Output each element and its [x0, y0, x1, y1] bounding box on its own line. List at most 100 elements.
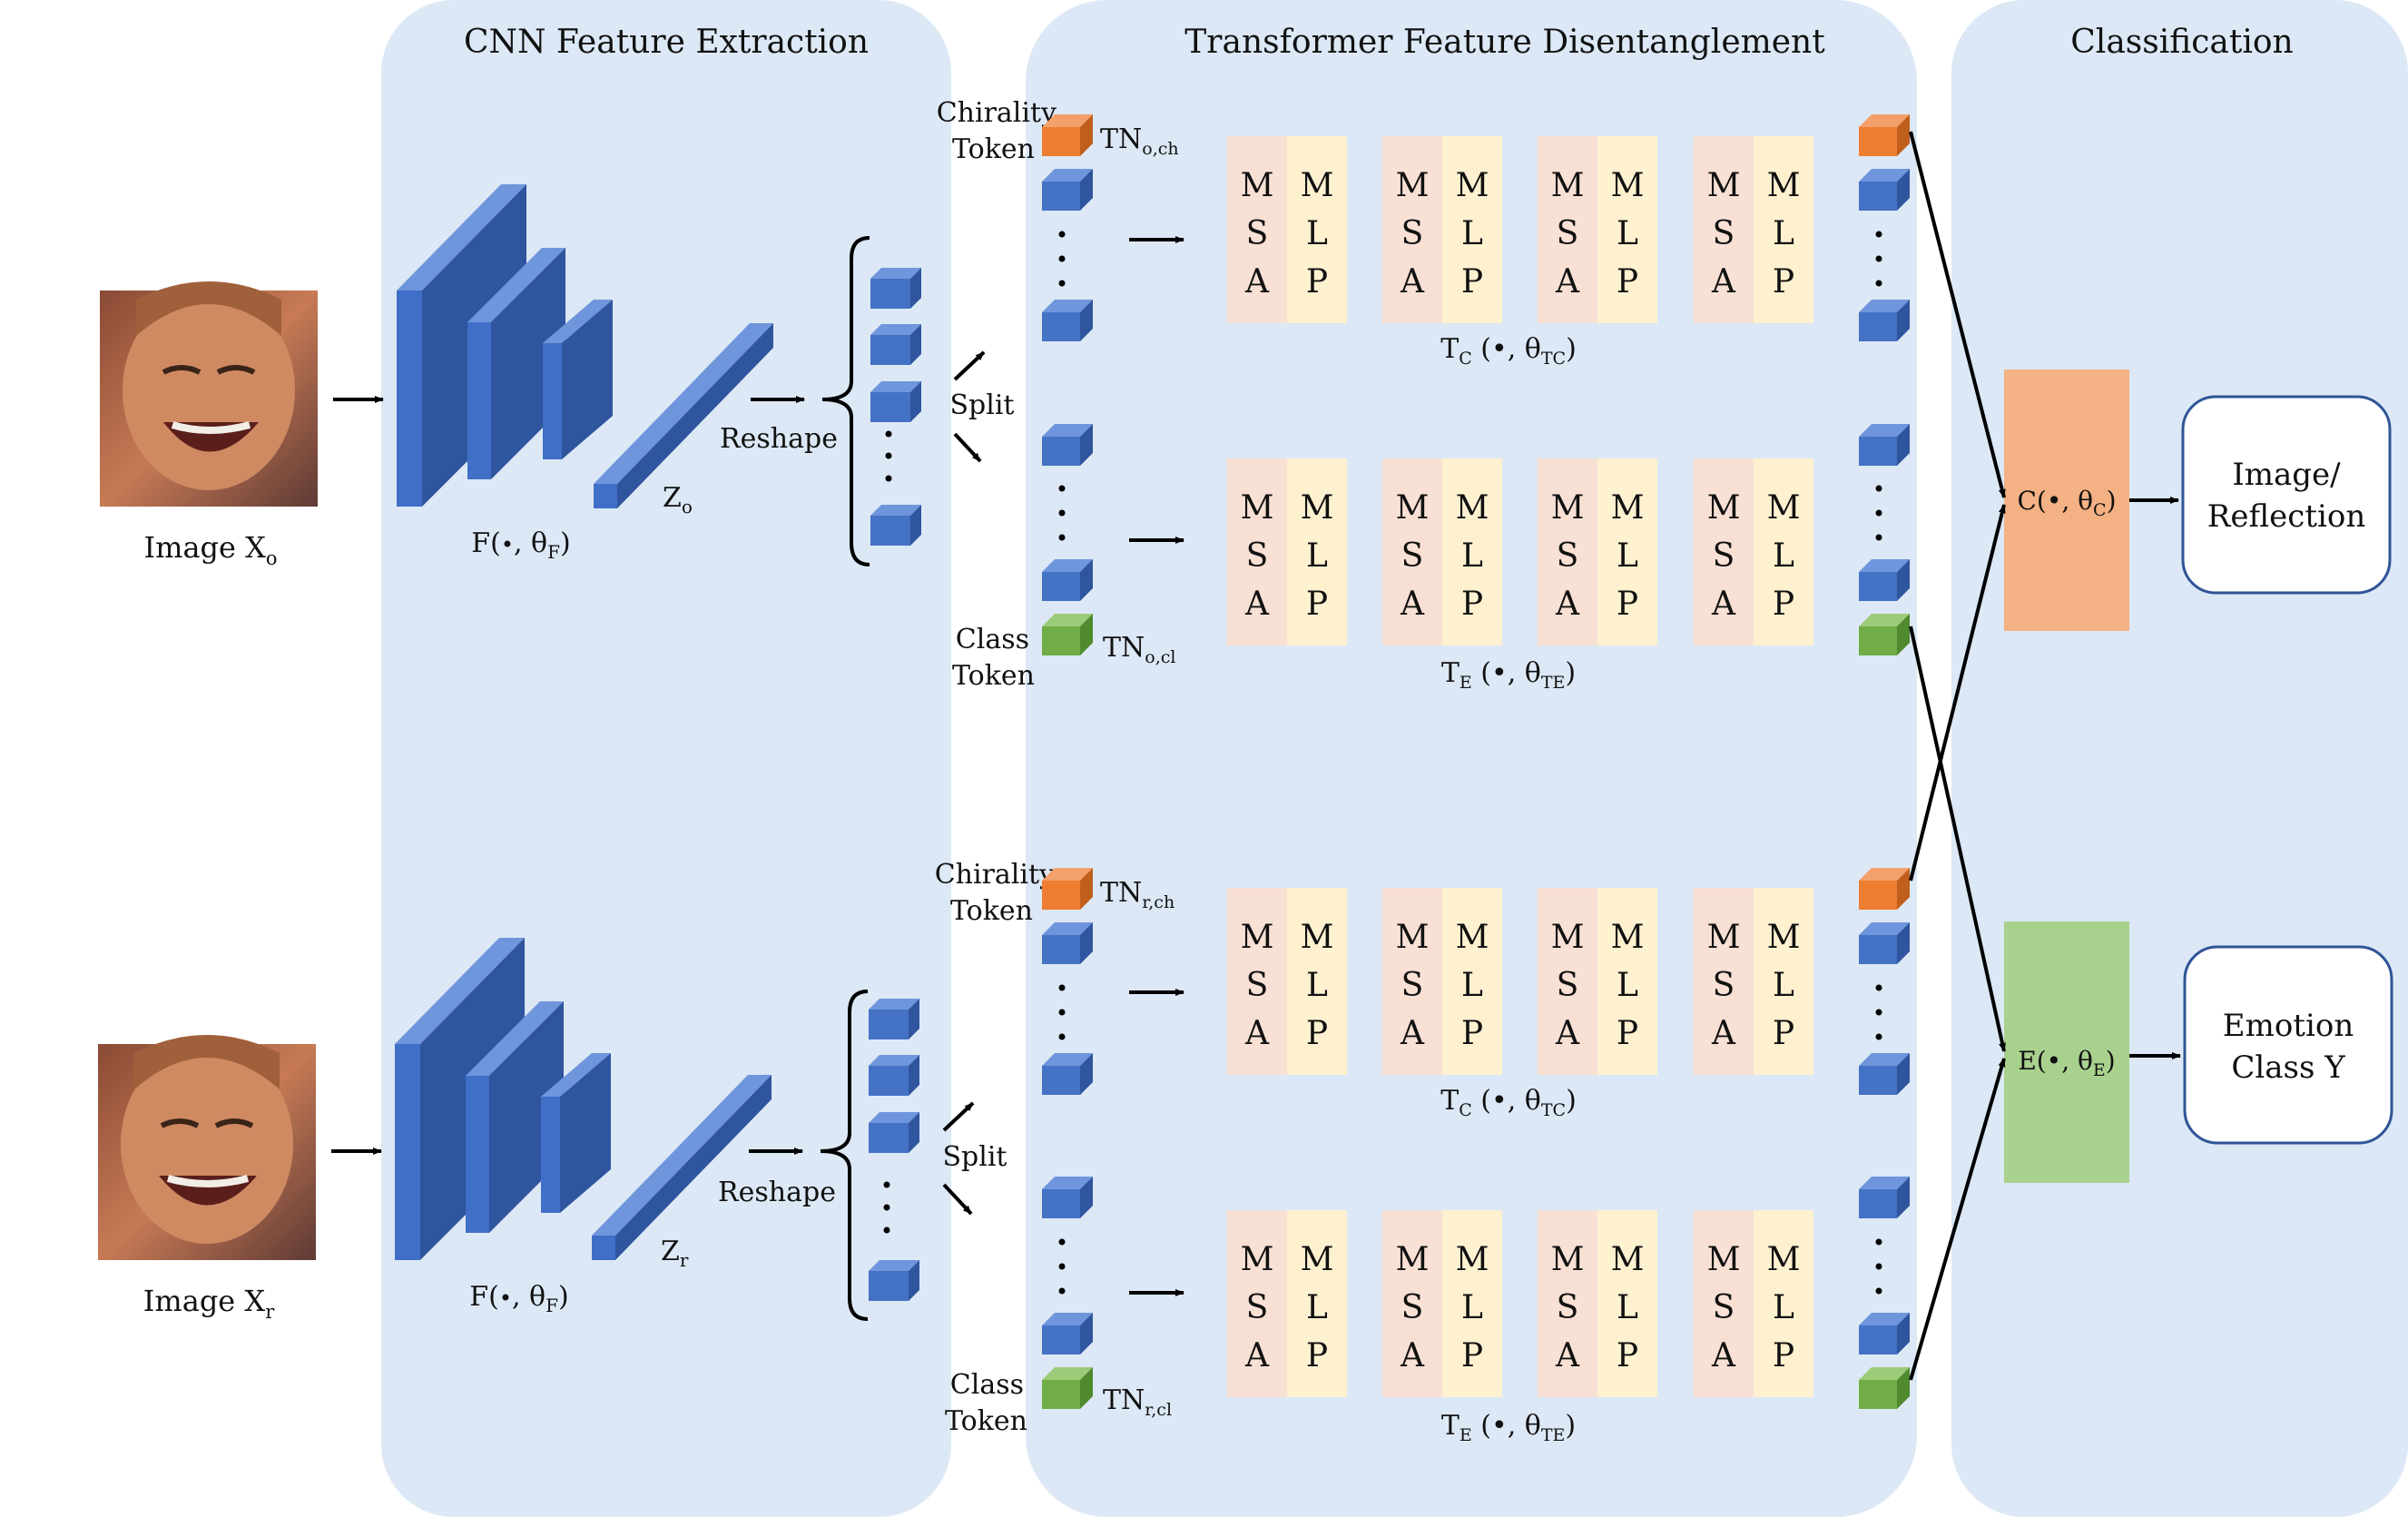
mlp-letter: M [1611, 167, 1645, 204]
mlp-cell [1754, 458, 1813, 645]
mlp-letter: P [1306, 263, 1328, 300]
mlp-letter: L [1617, 1289, 1638, 1326]
mlp-letter: P [1617, 263, 1638, 300]
msa-letter: S [1401, 1289, 1424, 1326]
token-cube-input-reflected-chirality-blue-2 [1042, 1053, 1093, 1095]
mlp-cell [1287, 888, 1347, 1075]
token-cube-output-original-class-blue-1 [1859, 559, 1910, 601]
mlp-letter: M [1301, 489, 1334, 527]
msa-letter: A [1400, 586, 1425, 623]
msa-letter: M [1396, 919, 1430, 956]
msa-cell [1227, 136, 1287, 323]
mlp-cell [1442, 888, 1502, 1075]
mlp-letter: P [1461, 263, 1483, 300]
msa-letter: M [1241, 167, 1274, 204]
cnn-function-label-original: F(•, θF) [471, 527, 570, 563]
mlp-letter: P [1773, 586, 1794, 623]
split-arrow-down-original [953, 432, 982, 463]
token-cube-output-original-class-blue-0 [1859, 424, 1910, 466]
mlp-cell [1754, 1210, 1813, 1397]
reshape-brace-reflected [820, 990, 869, 1321]
mlp-letter: P [1773, 263, 1794, 300]
msa-letter: A [1555, 1015, 1580, 1052]
token-dots-input-original-bottom [1058, 485, 1066, 541]
mlp-cell [1287, 136, 1347, 323]
reshape-label-original: Reshape [720, 423, 838, 455]
mlp-letter: P [1461, 1015, 1483, 1052]
msa-letter: M [1241, 1241, 1274, 1278]
z-original-label: Zo [663, 482, 693, 517]
z-reflected-label: Zr [661, 1236, 689, 1271]
msa-letter: S [1246, 967, 1269, 1004]
msa-letter: S [1401, 967, 1424, 1004]
mlp-letter: P [1461, 1337, 1483, 1374]
tn-o-ch-label: TNo,ch [1100, 123, 1179, 159]
tn-r-cl-label: TNr,cl [1103, 1384, 1172, 1420]
msa-letter: A [1244, 1337, 1270, 1374]
cnn-stack-original [397, 184, 613, 507]
msa-cell [1538, 1210, 1597, 1397]
split-label-original: Split [949, 389, 1014, 421]
mlp-letter: M [1301, 1241, 1334, 1278]
connector-r-class-to-e [1909, 1058, 2006, 1381]
mlp-cell [1597, 458, 1657, 645]
mlp-letter: M [1456, 919, 1489, 956]
classification-panel [1951, 0, 2408, 1517]
msa-letter: S [1557, 1289, 1579, 1326]
connector-o-chirality-to-c [1909, 131, 2006, 498]
token-cube-input-original-chirality-blue-1 [1042, 169, 1093, 211]
chirality-classifier-label: C(•, θC) [2017, 486, 2116, 520]
feature-bar-z-reflected [592, 1075, 772, 1260]
classification-section-title: Classification [2070, 24, 2293, 61]
image-original-label: Image Xo [143, 530, 277, 569]
mlp-letter: L [1617, 967, 1638, 1004]
mlp-cell [1754, 888, 1813, 1075]
msa-cell [1382, 1210, 1442, 1397]
mlp-letter: P [1306, 586, 1328, 623]
msa-letter: M [1396, 1241, 1430, 1278]
mlp-letter: M [1456, 489, 1489, 527]
token-cube-output-original-chirality-blue-2 [1859, 300, 1910, 341]
msa-cell [1694, 458, 1754, 645]
mlp-letter: P [1773, 1015, 1794, 1052]
mlp-letter: L [1461, 537, 1483, 575]
msa-cell [1538, 136, 1597, 323]
mlp-letter: L [1461, 967, 1483, 1004]
msa-letter: M [1707, 1241, 1741, 1278]
token-dots-output-reflected-top [1875, 984, 1882, 1040]
mlp-letter: L [1306, 215, 1328, 252]
mlp-letter: P [1617, 1015, 1638, 1052]
msa-letter: S [1401, 215, 1424, 252]
reshape-label-reflected: Reshape [718, 1177, 836, 1208]
mlp-letter: L [1461, 1289, 1483, 1326]
mlp-letter: L [1617, 215, 1638, 252]
mlp-letter: M [1611, 489, 1645, 527]
token-cube-output-reflected-class-green-2 [1859, 1367, 1910, 1409]
msa-cell [1694, 888, 1754, 1075]
emotion-classifier-label: E(•, θE) [2018, 1046, 2115, 1080]
msa-letter: M [1241, 489, 1274, 527]
patch-tokens-original [870, 268, 921, 546]
msa-letter: M [1396, 489, 1430, 527]
mlp-letter: L [1306, 537, 1328, 575]
tc-label-original: TC (•, θTC) [1440, 333, 1577, 369]
msa-letter: S [1246, 537, 1269, 575]
mlp-cell [1597, 888, 1657, 1075]
msa-cell [1382, 458, 1442, 645]
msa-letter: A [1244, 263, 1270, 300]
reshape-brace-original [821, 236, 870, 566]
face-image-reflected [98, 1035, 316, 1260]
token-cube-input-reflected-class-blue-1 [1042, 1313, 1093, 1354]
msa-letter: M [1551, 167, 1585, 204]
msa-letter: A [1711, 1337, 1736, 1374]
